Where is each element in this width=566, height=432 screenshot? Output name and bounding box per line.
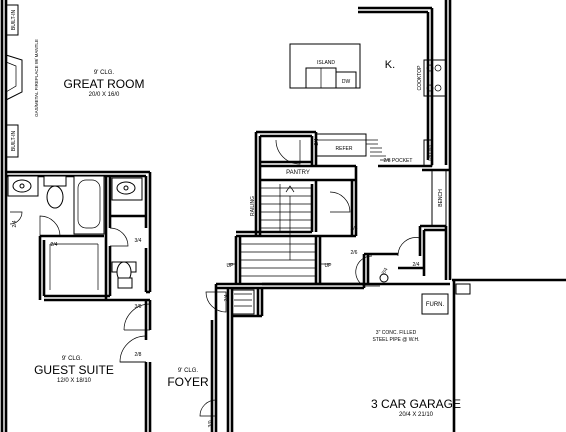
great-room-name: GREAT ROOM [64,77,145,91]
bench-label: BENCH [438,189,444,207]
door-size-labels: 2/4 2/4 2/6 2/4 2/4 2/4 2/4 3/4 3/6 2/8 … [12,138,420,427]
guest-suite-name: GUEST SUITE [34,363,114,377]
garage-size: 20/4 X 21/10 [399,412,434,418]
foyer-walls [210,282,364,432]
stair-up-label-1: UP [227,263,235,269]
fixture-labels: BUILT-IN BUILT-IN GAS/METAL FIREPLACE W/… [11,10,444,343]
pocket-door-label: 2/8 POCKET [384,158,413,164]
hall-walls [362,224,448,288]
garage-name: 3 CAR GARAGE [371,397,461,411]
built-in-bottom-label: BUILT-IN [11,131,17,152]
steel-pipe-note-line-1: 3" CONC. FILLED [376,330,417,336]
furnace-label: FURN. [426,302,445,308]
bath-door-size: 2/4 [12,220,18,227]
pantry-door-size: 2/4 [314,138,320,145]
suite-door-size-1: 3/6 [135,304,142,310]
great-room-size: 20/0 X 16/0 [89,92,120,98]
pantry-label: PANTRY [286,170,310,176]
foyer-name: FOYER [167,375,209,389]
built-in-top-label: BUILT-IN [11,10,17,31]
great-room-built-ins [5,4,23,158]
door-swings [9,139,421,417]
foyer-ceiling: 9' CLG. [178,368,198,374]
closet-door-size: 3/4 [135,238,142,244]
dishwasher-label: DW [342,79,351,85]
guest-suite-size: 12/0 X 18/10 [57,378,92,384]
stair-pantry-walls [234,130,358,284]
railing-label: RAILING [250,196,256,216]
guest-bath-fixtures [7,175,143,290]
entry-door-size-1: 2/4 [381,267,390,276]
entry-door-size-2: 2/4 [413,262,420,268]
island-label: ISLAND [317,60,335,66]
room-labels: 9' CLG. GREAT ROOM 20/0 X 16/0 K. 9' CLG… [34,59,461,418]
garage-walls [232,282,471,318]
hall-door-size: 2/4 [351,226,358,232]
guest-suite-walls [6,170,152,432]
bath-door-size-2: 2/4 [51,242,58,248]
front-door-size: 3/0 [208,420,214,427]
ovens-label: OVENS [427,145,432,161]
cooktop-label: COOKTOP [417,65,423,91]
guest-suite-ceiling: 9' CLG. [62,356,82,362]
fireplace-label: GAS/METAL FIREPLACE W/ MANTLE [34,39,39,117]
linen-door-size: 2/4 [224,294,230,301]
suite-door-size-2: 2/8 [135,352,142,358]
kitchen-casework [289,43,450,227]
stair-up-label-2: UP [325,263,333,269]
steel-pipe-note-line-2: STEEL PIPE @ W.H. [372,337,419,343]
stair-door-size: 2/6 [351,250,358,256]
refrigerator-label: REFER [336,146,353,152]
kitchen-name: K. [385,59,395,71]
great-room-ceiling: 9' CLG. [94,70,114,76]
stair-treads [228,184,330,277]
stair-labels: UP UP [227,263,333,269]
